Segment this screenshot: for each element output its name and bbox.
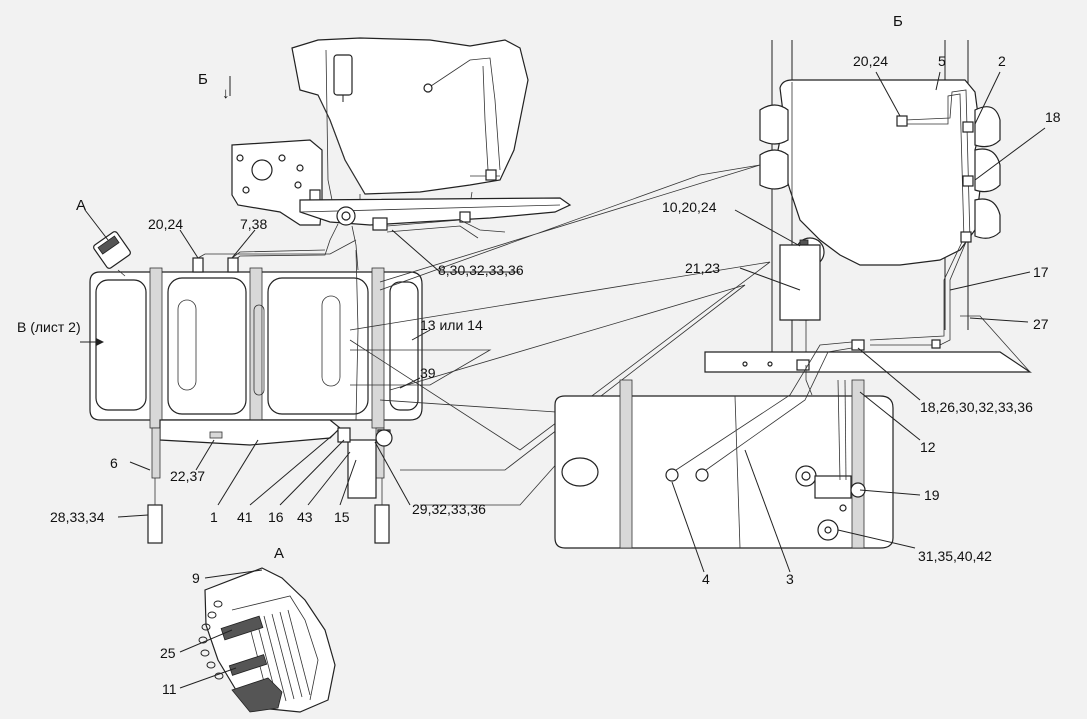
view-v-label: В (лист 2) — [17, 319, 81, 335]
view-a-detail-label: А — [274, 545, 284, 562]
detail-a — [198, 567, 336, 713]
callout-16: 16 — [268, 509, 284, 525]
callout-27: 27 — [1033, 316, 1049, 332]
callout-17: 17 — [1033, 264, 1049, 280]
view-b-label: Б — [893, 13, 903, 30]
callout-19: 19 — [924, 487, 940, 503]
callout-20-24-right: 20,24 — [853, 53, 888, 69]
callout-20-24-left: 20,24 — [148, 216, 183, 232]
callout-25: 25 — [160, 645, 176, 661]
view-b-arrow-label: Б — [198, 71, 208, 88]
callout-28-33-34: 28,33,34 — [50, 509, 105, 525]
callout-13-14: 13 или 14 — [420, 317, 483, 333]
callout-15: 15 — [334, 509, 350, 525]
view-a-callout-label: А — [76, 197, 86, 214]
callout-5: 5 — [938, 53, 946, 69]
left-fuel-tank — [89, 231, 423, 544]
callout-10-20-24: 10,20,24 — [662, 199, 717, 215]
callout-9: 9 — [192, 570, 200, 586]
right-view-b — [704, 40, 1032, 373]
callout-11: 11 — [162, 681, 177, 697]
arrow-down-icon: ↓ — [222, 85, 230, 102]
callout-4: 4 — [702, 571, 710, 587]
callout-39: 39 — [420, 365, 436, 381]
callout-41: 41 — [237, 509, 253, 525]
callout-18-26: 18,26,30,32,33,36 — [920, 399, 1033, 415]
callout-7-38: 7,38 — [240, 216, 267, 232]
callout-21-23: 21,23 — [685, 260, 720, 276]
callout-1: 1 — [210, 509, 218, 525]
callout-3: 3 — [786, 571, 794, 587]
callout-12: 12 — [920, 439, 936, 455]
callout-22-37: 22,37 — [170, 468, 205, 484]
left-upper-assembly — [231, 37, 572, 271]
right-lower-tank — [554, 341, 894, 549]
callout-43: 43 — [297, 509, 313, 525]
callout-6: 6 — [110, 455, 118, 471]
callout-8-30: 8,30,32,33,36 — [438, 262, 524, 278]
callout-2: 2 — [998, 53, 1006, 69]
callout-29-32: 29,32,33,36 — [412, 501, 486, 517]
callout-31-35: 31,35,40,42 — [918, 548, 992, 564]
labels: Б ↓ А В (лист 2) 20,24 7,38 8,30,32,33,3… — [17, 13, 1061, 697]
leader-lines — [80, 71, 1046, 689]
callout-18: 18 — [1045, 109, 1061, 125]
